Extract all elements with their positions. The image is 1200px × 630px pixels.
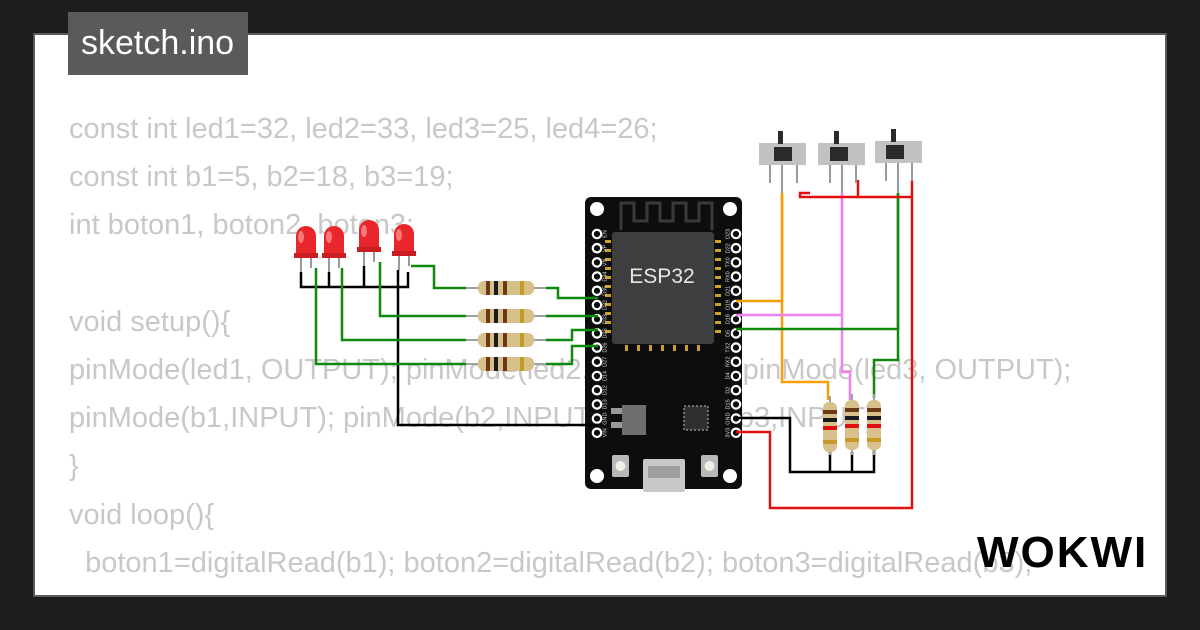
led-bank[interactable] — [294, 220, 416, 272]
pin-label: TX0 — [725, 257, 731, 267]
code-line: void setup(){ — [69, 305, 231, 338]
pin-label: D35 — [602, 286, 608, 296]
code-preview: const int led1=32, led2=33, led3=25, led… — [69, 105, 1165, 596]
resistor-4[interactable] — [466, 357, 546, 371]
pin-label: D25 — [602, 328, 608, 338]
boot-button[interactable] — [701, 455, 718, 477]
pin-label: GND — [602, 412, 608, 424]
pin-label: D4 — [725, 372, 731, 379]
pin-label: D15 — [725, 399, 731, 409]
pin-label: D33 — [602, 314, 608, 324]
switch-wires — [736, 180, 914, 510]
pin-label: VP — [602, 244, 608, 252]
code-line: if (boton1==1) { digitalWrite(led1,HIGH)… — [69, 587, 1165, 596]
pin-label: D13 — [602, 399, 608, 409]
pin-gnd[interactable] — [591, 413, 603, 424]
pin-vp[interactable] — [591, 242, 603, 254]
pin-vn[interactable] — [591, 257, 603, 268]
pin-d32[interactable] — [591, 299, 603, 311]
led-2[interactable] — [322, 226, 346, 272]
code-line: int boton1, boton2, boton3; — [69, 209, 415, 242]
pin-d27[interactable] — [591, 356, 603, 368]
pin-d34[interactable] — [591, 271, 603, 282]
pin-label: D26 — [602, 343, 608, 353]
pin-label: D2 — [725, 387, 731, 394]
pulldown-resistor-1[interactable] — [823, 396, 837, 455]
pin-label: D19 — [725, 300, 731, 310]
pin-d21[interactable] — [730, 285, 742, 297]
code-line: } — [69, 450, 79, 483]
led-resistors[interactable] — [466, 281, 546, 371]
pin-d4[interactable] — [730, 370, 742, 382]
pin-vin[interactable] — [591, 427, 603, 439]
module-pads — [605, 240, 721, 351]
slide-switch-2[interactable] — [818, 131, 865, 193]
pin-label: D22 — [725, 243, 731, 253]
board-label: ESP32 — [629, 265, 694, 288]
pin-label: EN — [602, 230, 608, 238]
slide-switch-1[interactable] — [759, 131, 806, 193]
esp32-board[interactable]: ESP32 ENVPVND34D35D32D33D25D26D27D14D12D… — [585, 197, 742, 492]
pin-label: GND — [725, 412, 731, 424]
pin-tx2[interactable] — [730, 342, 742, 353]
wokwi-logo: WOKWI — [977, 528, 1148, 577]
code-line: const int b1=5, b2=18, b3=19; — [69, 161, 454, 194]
pin-d35[interactable] — [591, 285, 603, 297]
resistor-2[interactable] — [466, 309, 546, 323]
pin-d12[interactable] — [591, 384, 603, 396]
led-4[interactable] — [392, 224, 416, 270]
code-line: const int led1=32, led2=33, led3=25, led… — [69, 113, 658, 145]
led-1[interactable] — [294, 226, 318, 272]
pin-label: D23 — [725, 229, 731, 239]
pin-label: VN — [602, 259, 608, 267]
pin-label: D14 — [602, 371, 608, 381]
pin-label: VIN — [602, 428, 608, 437]
led-3[interactable] — [357, 220, 381, 266]
led-wires — [299, 262, 598, 427]
pin-label: D21 — [725, 286, 731, 296]
file-title: sketch.ino — [68, 12, 249, 75]
pin-label: RX0 — [725, 271, 731, 282]
code-line: void loop(){ — [69, 498, 215, 531]
code-line: boton1=digitalRead(b1); boton2=digitalRe… — [69, 546, 1033, 579]
resistor-1[interactable] — [466, 281, 546, 295]
pin-d14[interactable] — [591, 370, 603, 382]
pin-d23[interactable] — [730, 228, 742, 240]
pin-label: D34 — [602, 272, 608, 282]
pulldown-resistor-2[interactable] — [845, 394, 859, 455]
resistor-3[interactable] — [466, 333, 546, 347]
pulldown-resistor-3[interactable] — [867, 394, 881, 455]
pin-label: TX2 — [725, 343, 731, 353]
pin-label: RX2 — [725, 356, 731, 367]
pin-label: D5 — [725, 330, 731, 337]
pin-d22[interactable] — [730, 242, 742, 254]
pulldown-resistors[interactable] — [823, 394, 881, 455]
pin-d26[interactable] — [591, 342, 603, 353]
code-line: pinMode(b1,INPUT); pinMode(b2,INPUT); pi… — [69, 402, 883, 435]
slide-switch-3[interactable] — [875, 129, 922, 193]
wokwi-logo-text: WOKWI — [977, 528, 1148, 577]
pin-label: D32 — [602, 300, 608, 310]
pin-d13[interactable] — [591, 399, 603, 410]
pin-en[interactable] — [591, 228, 603, 240]
pin-label: D12 — [602, 385, 608, 395]
preview-card: const int led1=32, led2=33, led3=25, led… — [33, 33, 1167, 597]
pin-label: D27 — [602, 357, 608, 367]
en-button[interactable] — [612, 455, 629, 477]
pin-label: 3V3 — [725, 428, 731, 438]
pin-d18[interactable] — [730, 313, 742, 325]
pin-d15[interactable] — [730, 399, 742, 410]
pin-rx0[interactable] — [730, 271, 742, 282]
pin-d2[interactable] — [730, 384, 742, 396]
pin-rx2[interactable] — [730, 356, 742, 368]
pin-tx0[interactable] — [730, 257, 742, 268]
pin-d5[interactable] — [730, 328, 742, 339]
pin-label: D18 — [725, 314, 731, 324]
slide-switches[interactable] — [759, 129, 922, 193]
